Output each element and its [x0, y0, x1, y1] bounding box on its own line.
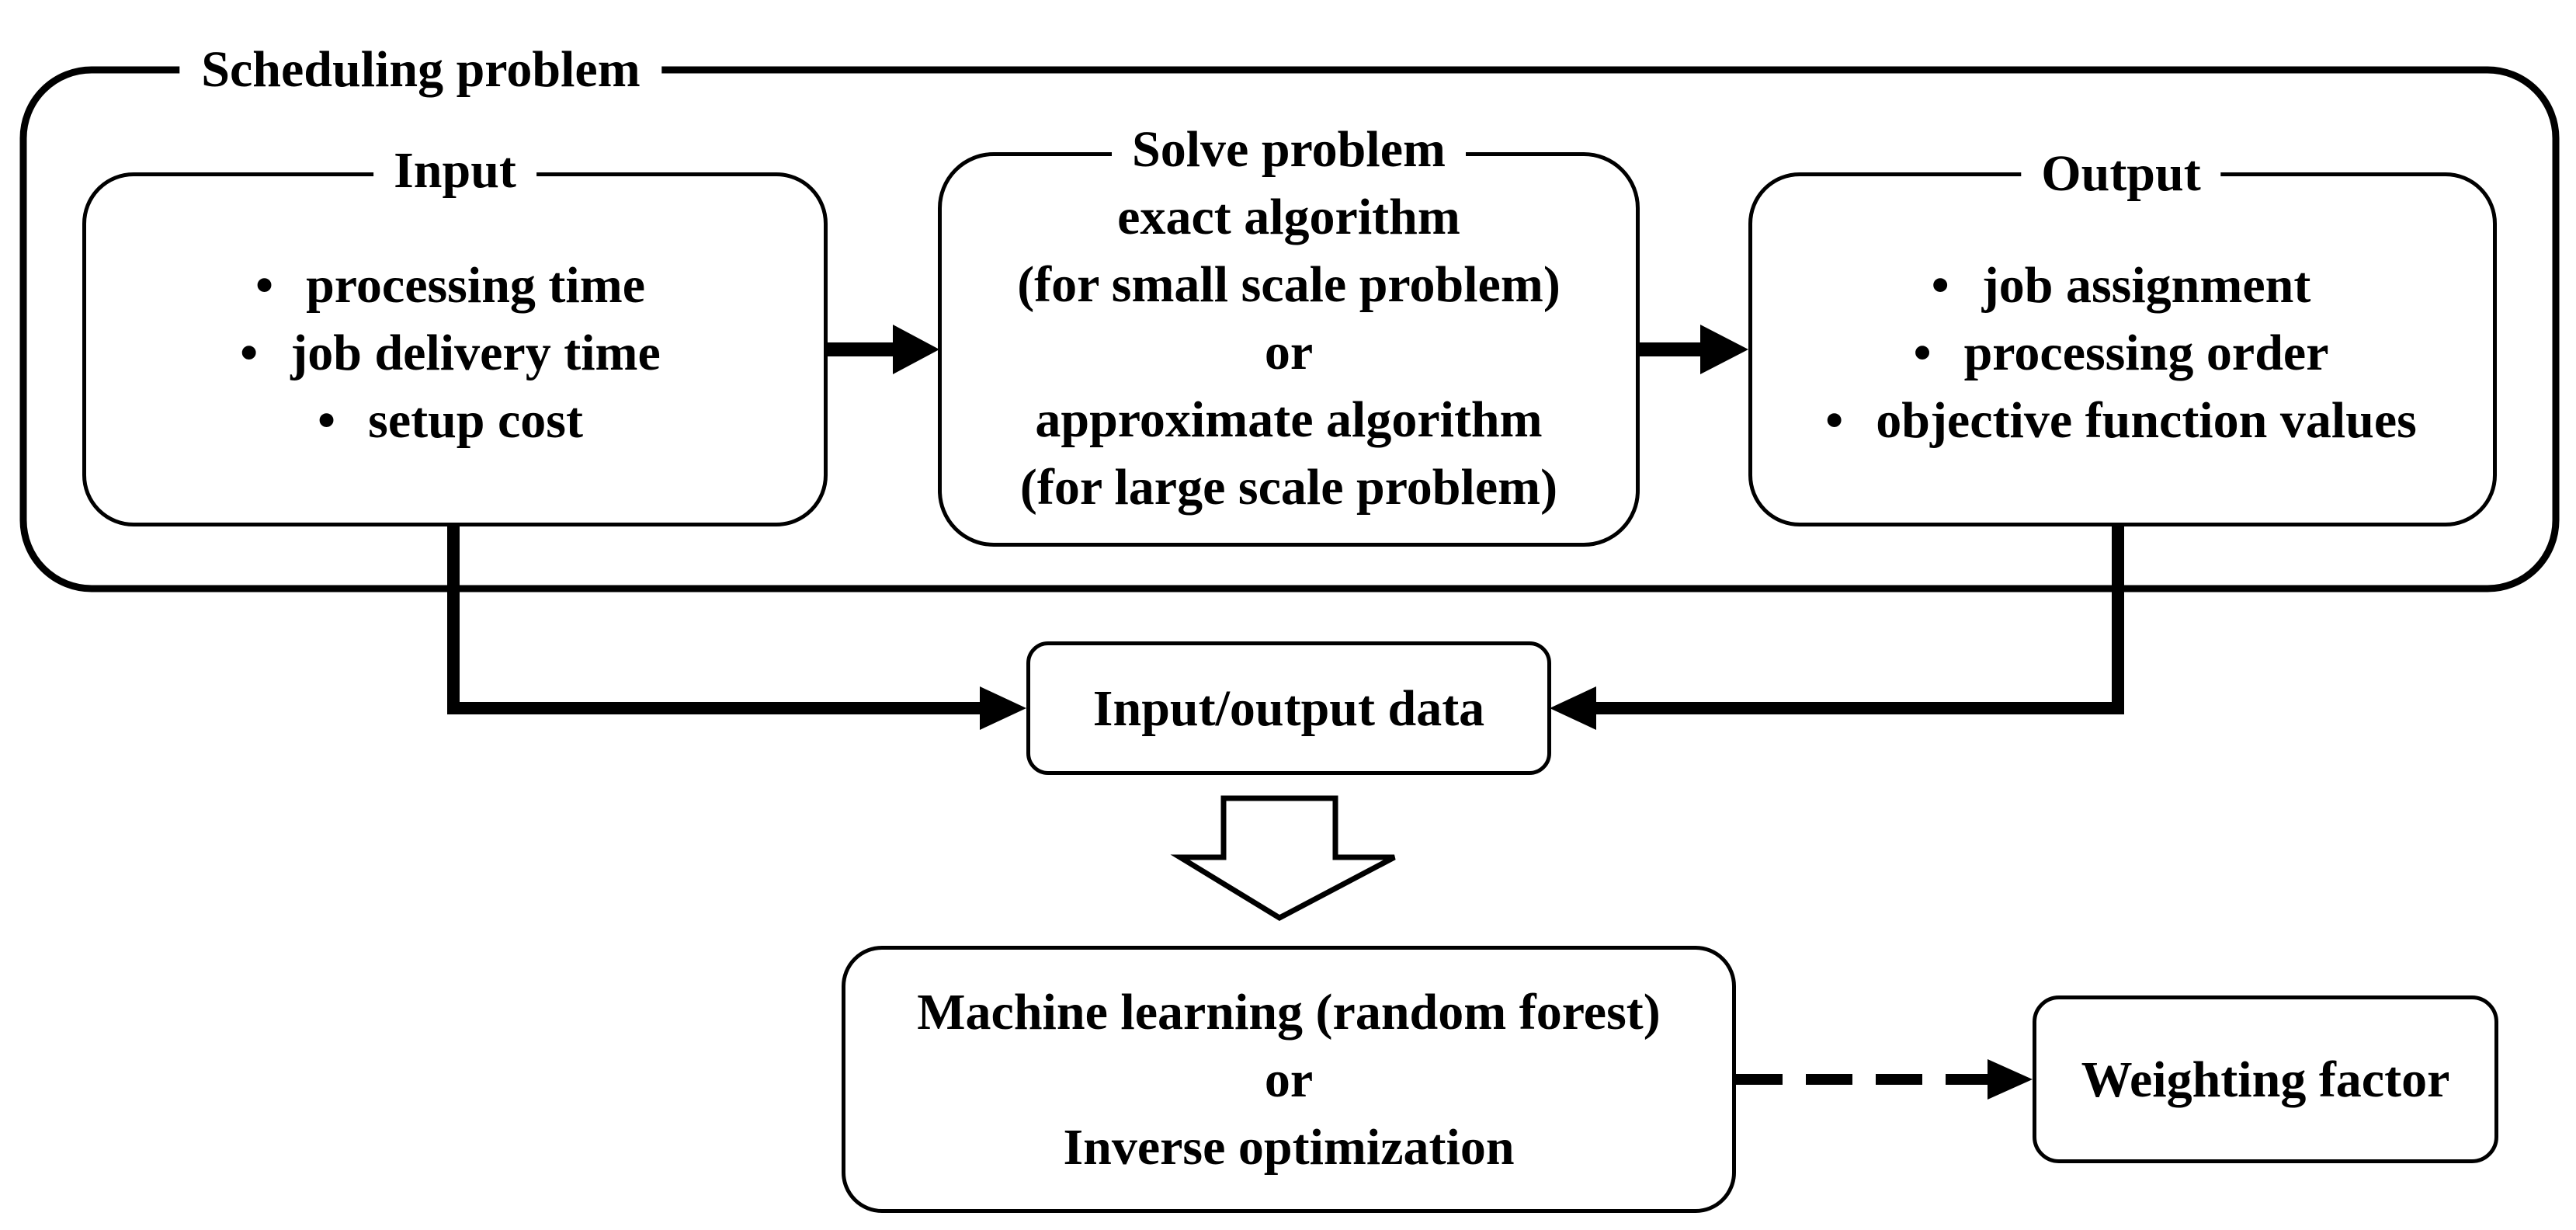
solve-box-title: Solve problem: [1112, 120, 1466, 179]
dashed-arrow-ml-to-weight: [1736, 1059, 2033, 1100]
input-box-title: Input: [373, 141, 536, 200]
ml-box: Machine learning (random forest) or Inve…: [842, 946, 1736, 1213]
hollow-down-arrow: [1170, 795, 1396, 922]
output-item: objective function values: [1825, 387, 2417, 454]
ml-line: Machine learning (random forest): [917, 983, 1661, 1041]
ml-line: or: [1264, 1051, 1314, 1108]
input-item: processing time: [240, 252, 661, 319]
scheduling-problem-title: Scheduling problem: [179, 40, 662, 99]
output-item: processing order: [1825, 319, 2417, 387]
input-item: job delivery time: [240, 319, 661, 387]
input-list: processing time job delivery time setup …: [240, 252, 661, 454]
arrow-input-to-io: [447, 525, 1026, 730]
scheduling-frame: [19, 66, 2560, 592]
arrow-output-to-io: [1550, 525, 2124, 730]
output-list: job assignment processing order objectiv…: [1825, 252, 2417, 454]
weighting-factor-box: Weighting factor: [2033, 995, 2498, 1163]
ml-line: Inverse optimization: [1063, 1118, 1515, 1176]
output-item: job assignment: [1825, 252, 2417, 319]
solve-lines: exact algorithm (for small scale problem…: [1017, 183, 1561, 521]
io-data-label: Input/output data: [1092, 679, 1485, 737]
arrow-solve-to-output: [1638, 325, 1748, 374]
solve-line: (for large scale problem): [1019, 459, 1558, 516]
solve-box: [938, 152, 1640, 547]
io-data-box: Input/output data: [1026, 641, 1551, 775]
solve-line: or: [1264, 324, 1314, 380]
arrow-input-to-solve: [827, 325, 939, 374]
solve-line: approximate algorithm: [1035, 391, 1543, 448]
output-box-title: Output: [2021, 144, 2221, 203]
input-item: setup cost: [240, 387, 661, 454]
solve-line: exact algorithm: [1117, 189, 1460, 245]
solve-line: (for small scale problem): [1017, 256, 1561, 313]
weighting-factor-label: Weighting factor: [2081, 1051, 2450, 1108]
